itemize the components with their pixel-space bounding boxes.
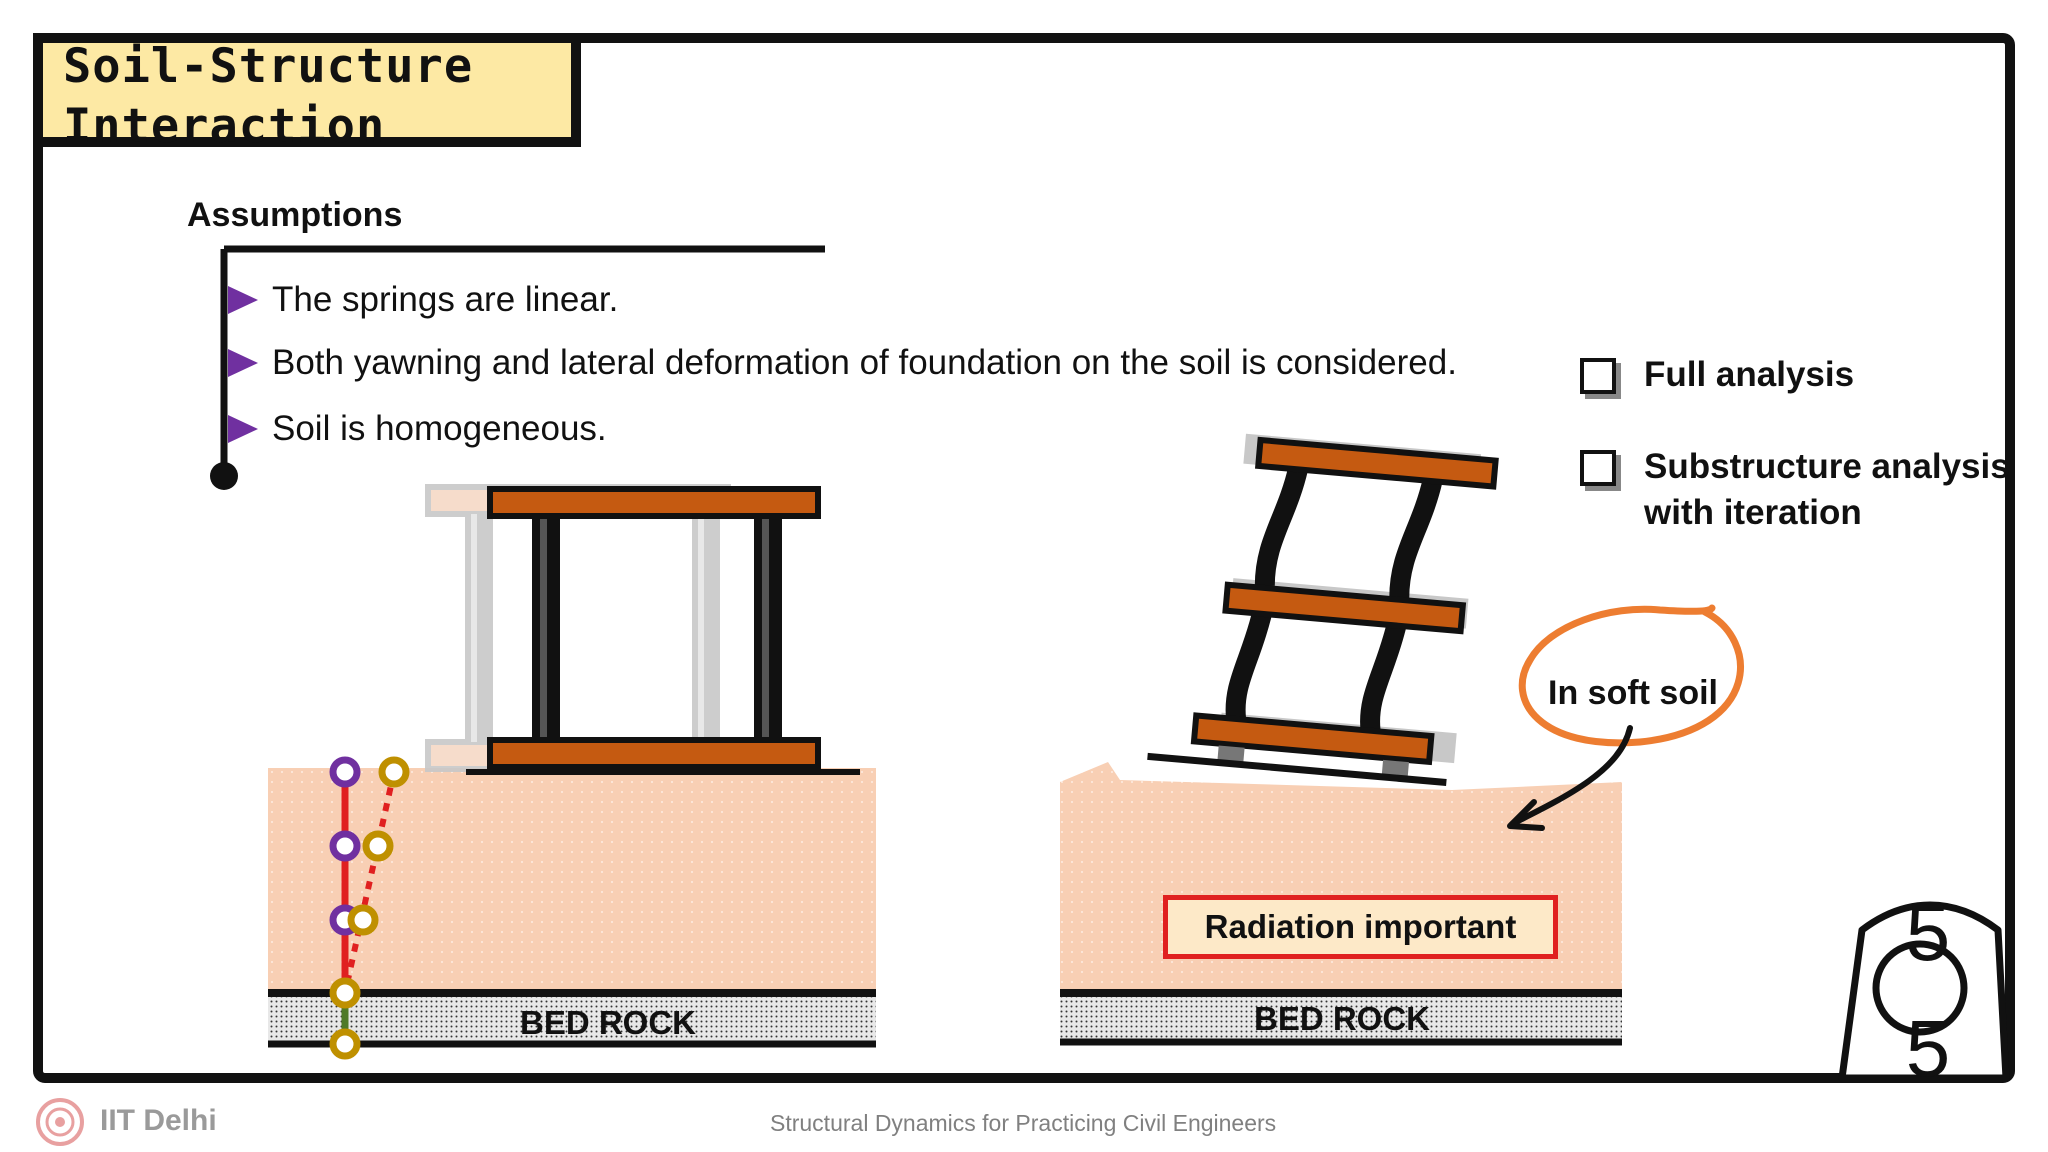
left-bedrock-layer [268, 992, 876, 1044]
checkbox-icon [1580, 358, 1616, 394]
bullet-arrow-icon [228, 415, 258, 443]
left-soil-diagram: BED ROCK [268, 768, 876, 1048]
spring-model [329, 756, 410, 1060]
option-label: Full analysis [1644, 355, 1855, 394]
institution-name: IIT Delhi [100, 1104, 217, 1137]
bullet-arrow-icon [228, 349, 258, 377]
page-weight-icon: 5 5 [1838, 888, 2010, 1093]
right-frame [1147, 433, 1499, 786]
svg-text:5: 5 [1906, 1004, 1951, 1093]
checkbox-icon [1580, 450, 1616, 486]
option-full-analysis: Full analysis [1580, 352, 1854, 398]
title-box: Soil-Structure Interaction [33, 33, 581, 154]
course-title: Structural Dynamics for Practicing Civil… [770, 1110, 1277, 1136]
assumption-text: The springs are linear. [272, 280, 619, 319]
bullet-arrow-icon [228, 286, 258, 314]
right-bedrock-layer [1060, 992, 1622, 1042]
soft-soil-annotation [1507, 604, 1744, 831]
soft-soil-label: In soft soil [1548, 674, 1718, 712]
option-label-line-2: with iteration [1644, 493, 1862, 532]
deformed-axis-line [342, 771, 397, 994]
left-bedrock-label: BED ROCK [520, 1004, 696, 1041]
assumptions-heading: Assumptions [187, 196, 403, 234]
left-frame [466, 486, 860, 775]
assumption-item: Both yawning and lateral deformation of … [228, 343, 1457, 383]
slide-title: Soil-Structure Interaction [63, 37, 473, 157]
radiation-callout: Radiation important [1163, 895, 1558, 959]
assumption-item: The springs are linear. [228, 280, 618, 320]
option-label: Substructure analysis with iteration [1644, 444, 2010, 536]
svg-text:5: 5 [1906, 888, 1951, 977]
left-soil-layer [268, 768, 876, 990]
option-label-line-1: Substructure analysis [1644, 447, 2010, 486]
option-substructure-analysis: Substructure analysis with iteration [1580, 444, 2010, 536]
assumptions-bracket [210, 245, 825, 490]
iit-delhi-logo-icon [36, 1098, 84, 1146]
assumption-text: Soil is homogeneous. [272, 409, 607, 448]
title-line-1: Soil-Structure [63, 39, 474, 94]
right-bedrock-label: BED ROCK [1254, 1000, 1430, 1037]
assumption-item: Soil is homogeneous. [228, 409, 607, 449]
left-frame-ghost [425, 484, 731, 772]
title-line-2: Interaction [63, 99, 386, 154]
assumption-text: Both yawning and lateral deformation of … [272, 343, 1457, 382]
